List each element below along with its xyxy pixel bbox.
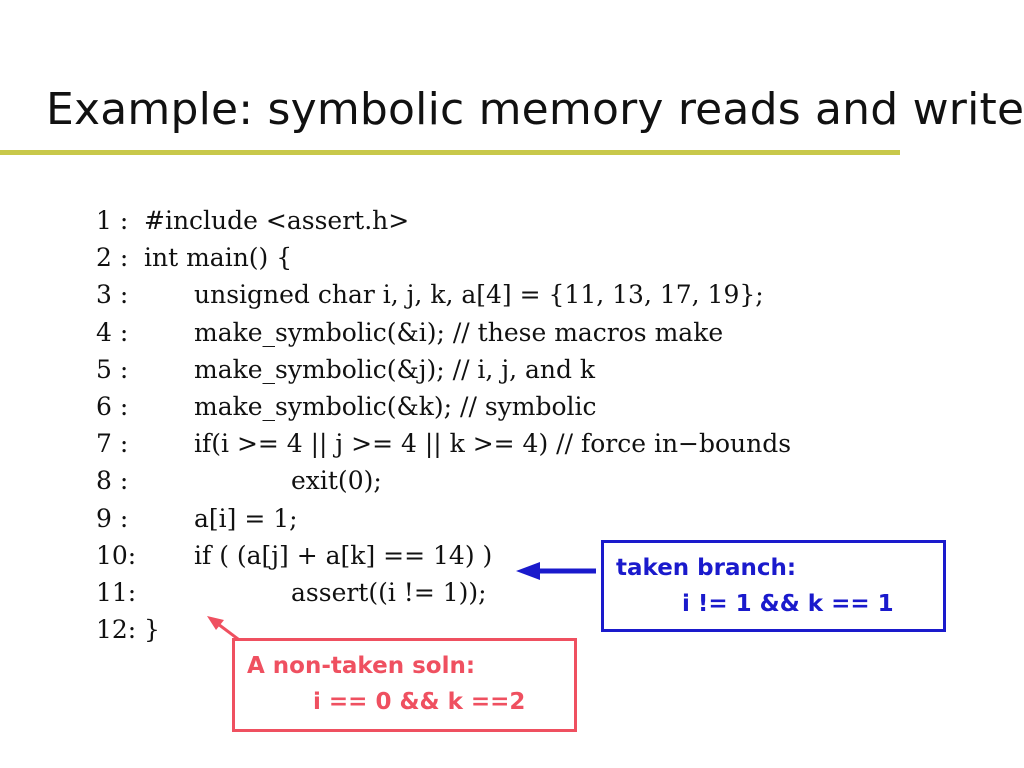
taken-branch-callout: taken branch: i != 1 && k == 1: [601, 540, 946, 632]
title-underline: [0, 150, 900, 155]
line-code: unsigned char i, j, k, a[4] = {11, 13, 1…: [194, 280, 764, 310]
code-line: 9 : a[i] = 1;: [96, 500, 298, 537]
line-number: 11:: [96, 577, 137, 607]
code-line: 2 : int main() {: [96, 239, 292, 276]
code-line: 7 : if(i >= 4 || j >= 4 || k >= 4) // fo…: [96, 425, 791, 462]
line-number: 3 :: [96, 280, 129, 310]
code-line: 3 : unsigned char i, j, k, a[4] = {11, 1…: [96, 276, 764, 313]
line-number: 5 :: [96, 354, 129, 384]
line-code: }: [144, 615, 160, 645]
code-line: 8 : exit(0);: [96, 462, 382, 499]
line-number: 8 :: [96, 466, 129, 496]
taken-branch-condition: i != 1 && k == 1: [682, 591, 894, 617]
line-number: 12:: [96, 615, 137, 645]
line-number: 6 :: [96, 391, 129, 421]
code-line: 1 : #include <assert.h>: [96, 202, 409, 239]
taken-branch-heading: taken branch:: [616, 555, 797, 581]
line-code: exit(0);: [291, 466, 382, 496]
line-number: 10:: [96, 540, 137, 570]
taken-branch-arrow-icon: [516, 562, 596, 580]
line-number: 9 :: [96, 503, 129, 533]
code-line: 11: assert((i != 1));: [96, 574, 487, 611]
non-taken-heading: A non-taken soln:: [247, 653, 476, 679]
code-line: 4 : make_symbolic(&i); // these macros m…: [96, 314, 723, 351]
slide-title: Example: symbolic memory reads and write…: [46, 84, 1024, 135]
line-number: 2 :: [96, 243, 129, 273]
line-code: make_symbolic(&j); // i, j, and k: [194, 354, 596, 384]
line-code: a[i] = 1;: [194, 503, 298, 533]
code-listing: 1 : #include <assert.h> 2 : int main() {…: [96, 202, 791, 648]
code-line: 6 : make_symbolic(&k); // symbolic: [96, 388, 597, 425]
line-code: if(i >= 4 || j >= 4 || k >= 4) // force …: [194, 429, 792, 459]
non-taken-callout: A non-taken soln: i == 0 && k ==2: [232, 638, 577, 732]
line-code: make_symbolic(&i); // these macros make: [194, 317, 724, 347]
line-number: 1 :: [96, 206, 129, 235]
code-line: 10: if ( (a[j] + a[k] == 14) ): [96, 537, 492, 574]
line-code: if ( (a[j] + a[k] == 14) ): [194, 540, 493, 570]
code-line: 12: }: [96, 611, 160, 648]
line-code: #include <assert.h>: [144, 206, 410, 235]
non-taken-condition: i == 0 && k ==2: [313, 689, 526, 715]
line-code: make_symbolic(&k); // symbolic: [194, 391, 597, 421]
code-line: 5 : make_symbolic(&j); // i, j, and k: [96, 351, 595, 388]
line-code: int main() {: [144, 243, 293, 273]
line-code: assert((i != 1));: [291, 577, 487, 607]
line-number: 4 :: [96, 317, 129, 347]
line-number: 7 :: [96, 429, 129, 459]
